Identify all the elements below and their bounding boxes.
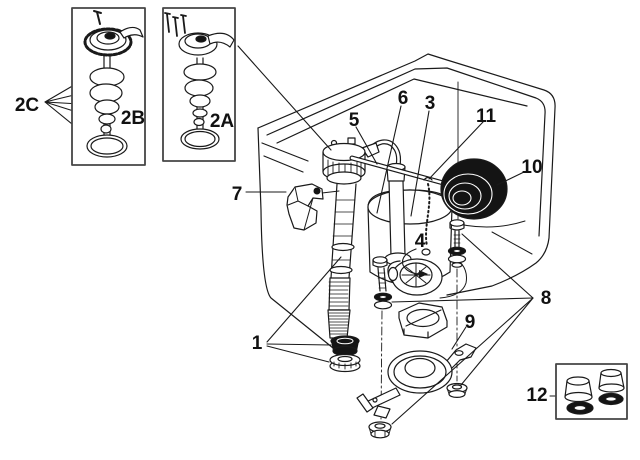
callout-2a: 2A — [210, 111, 235, 132]
shank-locknut — [329, 353, 361, 373]
cone-washer-kit — [564, 368, 625, 415]
leader-3 — [410, 110, 430, 217]
leader-1 — [266, 256, 342, 363]
shank-cone-gasket — [330, 335, 360, 357]
callout-9: 9 — [465, 312, 476, 333]
callout-3: 3 — [425, 93, 436, 114]
callout-2b: 2B — [121, 108, 145, 129]
valve-cap-kit-2a — [164, 12, 235, 150]
refill-tube — [365, 139, 402, 169]
float-ball — [440, 158, 508, 220]
tank-outline — [257, 53, 556, 353]
callout-2c: 2C — [15, 95, 40, 116]
flapper-chain — [421, 176, 433, 256]
leader-5 — [355, 126, 378, 165]
supply-knob — [286, 183, 340, 231]
callout-7: 7 — [232, 184, 243, 205]
callout-4: 4 — [415, 231, 426, 252]
callout-6: 6 — [398, 88, 409, 109]
leader-10 — [496, 171, 525, 186]
leader-6 — [376, 105, 402, 214]
leader-11 — [428, 121, 484, 180]
hex-locknut — [398, 302, 448, 339]
callout-10: 10 — [521, 157, 542, 178]
parts-box-12 — [555, 363, 628, 420]
inset-box-2b — [71, 7, 146, 166]
callout-labels: 2C 2B 2A 5 6 3 11 10 7 4 1 8 9 12 — [15, 88, 551, 406]
fill-valve-assembly — [322, 137, 380, 339]
callout-8: 8 — [541, 288, 552, 309]
leader-4-arrow — [401, 248, 428, 278]
tank-bolt-left — [372, 256, 393, 420]
leader-2c — [44, 73, 100, 138]
callout-12: 12 — [526, 385, 547, 406]
mounting-nut-right — [446, 382, 468, 399]
leader-2a-to-valve — [237, 45, 332, 151]
callout-5: 5 — [349, 110, 360, 131]
leader-lines — [44, 45, 558, 425]
callout-11: 11 — [476, 106, 497, 127]
inset-box-2a — [162, 7, 236, 162]
mounting-nut-bottom — [368, 421, 392, 439]
flapper — [387, 258, 443, 296]
valve-cap-kit-2b — [83, 10, 144, 158]
leader-9 — [451, 326, 467, 350]
leader-8 — [391, 233, 534, 425]
callout-1: 1 — [252, 333, 263, 354]
seat-gasket-ring — [356, 343, 477, 419]
